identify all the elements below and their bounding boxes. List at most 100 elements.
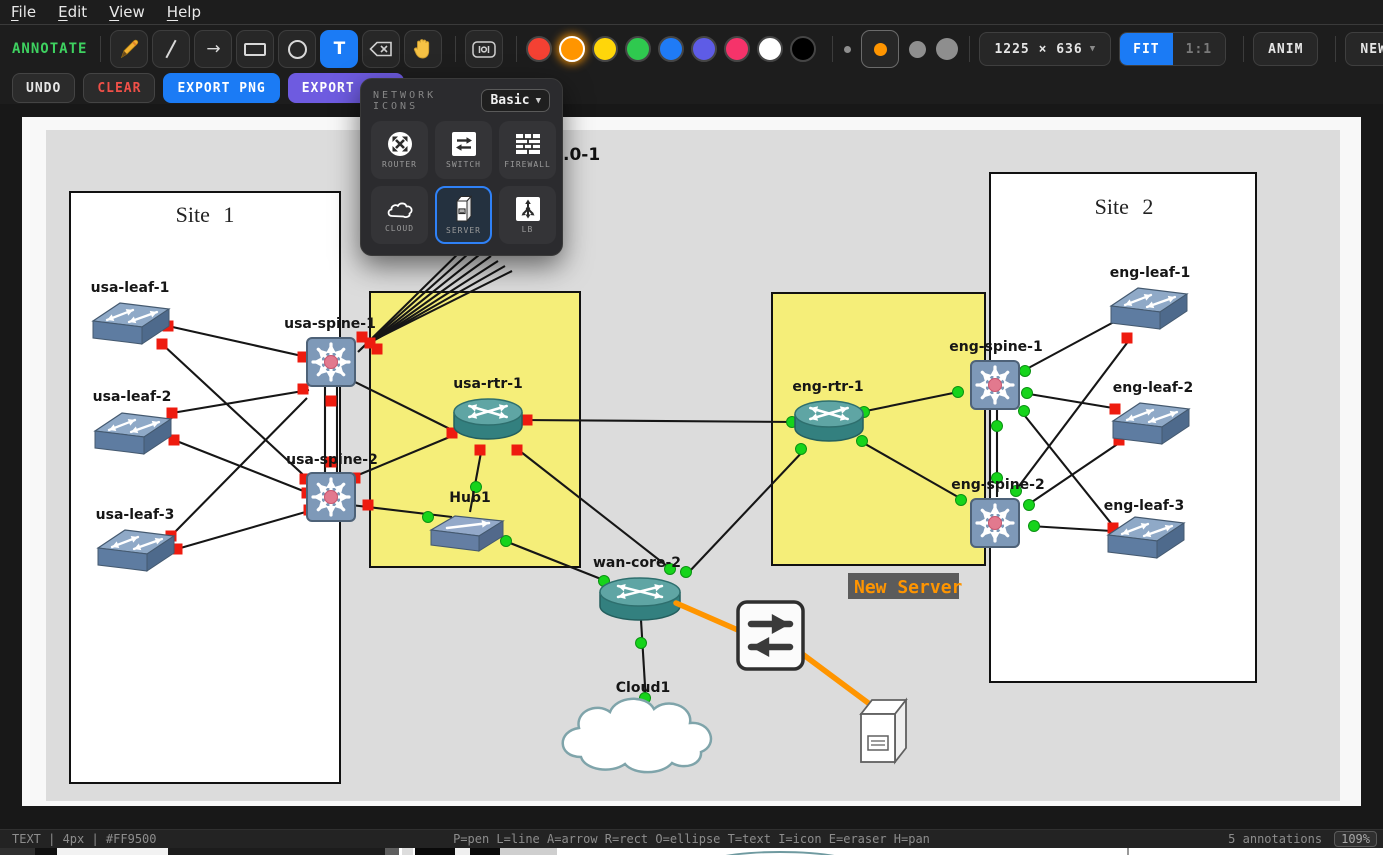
- icon-tool-button[interactable]: [465, 30, 504, 68]
- stroke-size-2[interactable]: [861, 30, 900, 68]
- node-eng-leaf-3: eng-leaf-3: [1104, 498, 1186, 559]
- node-usa-leaf-2: usa-leaf-2: [93, 389, 173, 455]
- color-swatch-green[interactable]: [625, 36, 652, 62]
- topology-links: [161, 241, 1131, 703]
- new-button[interactable]: NEW: [1345, 32, 1383, 66]
- canvas-size-dropdown[interactable]: 1225 × 636▼: [979, 32, 1112, 66]
- rect-tool-button[interactable]: [236, 30, 275, 68]
- menu-file[interactable]: File: [11, 3, 37, 21]
- cloud-icon: [387, 202, 413, 218]
- shortcut-hints: P=pen L=line A=arrow R=rect O=ellipse T=…: [453, 832, 930, 846]
- router-icon-tile[interactable]: ROUTER: [371, 121, 428, 179]
- server-icon-tile[interactable]: SERVER: [435, 186, 492, 244]
- switch-icon: [451, 132, 476, 156]
- text-tool-icon: T: [333, 39, 346, 59]
- switch-icon-tile[interactable]: SWITCH: [435, 121, 492, 179]
- svg-text:Hub1: Hub1: [449, 490, 490, 506]
- pan-tool-button[interactable]: [404, 30, 443, 68]
- svg-text:usa-spine-1: usa-spine-1: [284, 316, 376, 332]
- user-annotations[interactable]: New Server: [673, 573, 963, 765]
- panel-title: NETWORK ICONS: [373, 89, 437, 112]
- server-icon: [455, 195, 472, 223]
- strip-segment: [0, 848, 35, 855]
- menu-edit[interactable]: Edit: [58, 3, 88, 21]
- node-usa-spine-2: usa-spine-2: [286, 452, 378, 522]
- node-eng-spine-2: eng-spine-2: [951, 477, 1045, 548]
- annotate-mode-label: ANNOTATE: [12, 41, 88, 57]
- node-usa-spine-1: usa-spine-1: [284, 316, 376, 387]
- svg-text:wan-core-2: wan-core-2: [593, 555, 681, 571]
- annotation-switch-icon: [736, 600, 805, 671]
- color-swatch-orange[interactable]: [559, 36, 586, 62]
- color-swatch-yellow[interactable]: [592, 36, 619, 62]
- toolbar-divider: [1335, 36, 1337, 62]
- annotation-server-icon: [859, 697, 908, 765]
- iconset-select[interactable]: Basic▼: [481, 89, 550, 112]
- svg-text:eng-spine-1: eng-spine-1: [949, 339, 1042, 355]
- pen-tool-button[interactable]: [110, 30, 149, 68]
- svg-text:usa-rtr-1: usa-rtr-1: [453, 376, 523, 392]
- lb-icon-tile[interactable]: LB: [499, 186, 556, 244]
- arrow-icon: →: [206, 39, 221, 59]
- color-swatch-white[interactable]: [757, 36, 784, 62]
- network-icons-panel: NETWORK ICONS Basic▼ ROUTER SWITCH: [360, 78, 563, 256]
- undo-button[interactable]: UNDO: [12, 73, 76, 103]
- color-swatch-black[interactable]: [790, 36, 817, 62]
- caret-down-icon: ▼: [1089, 44, 1097, 54]
- strip-segment: [500, 848, 557, 855]
- line-tool-button[interactable]: [152, 30, 191, 68]
- annotation-orange-line: [798, 650, 882, 714]
- color-palette: [526, 36, 823, 62]
- svg-text:eng-spine-2: eng-spine-2: [951, 477, 1044, 493]
- one-to-one-button[interactable]: 1:1: [1172, 33, 1226, 65]
- size-dot: [909, 40, 927, 58]
- svg-text:usa-leaf-3: usa-leaf-3: [96, 507, 175, 523]
- size-dot: [936, 38, 959, 60]
- strip-segment: [35, 848, 57, 855]
- node-usa-leaf-3: usa-leaf-3: [96, 507, 176, 572]
- eraser-tool-button[interactable]: [362, 30, 401, 68]
- svg-text:New Server: New Server: [854, 577, 963, 598]
- ellipse-tool-button[interactable]: [278, 30, 317, 68]
- size-dot: [844, 45, 852, 53]
- svg-text:Site 2: Site 2: [1095, 194, 1154, 219]
- anim-button[interactable]: ANIM: [1253, 32, 1319, 66]
- size-dot: [873, 42, 887, 56]
- strip-segment: [385, 848, 399, 855]
- stroke-size-3[interactable]: [909, 40, 927, 58]
- text-tool-button[interactable]: T: [320, 30, 359, 68]
- strip-divider: [1127, 848, 1129, 855]
- main-toolbar: ANNOTATE → T 1225 × 636▼: [0, 25, 1383, 73]
- cloud-icon-tile[interactable]: CLOUD: [371, 186, 428, 244]
- annotation-text-label: New Server: [848, 573, 963, 599]
- menu-help[interactable]: Help: [166, 3, 201, 21]
- stroke-size-4[interactable]: [936, 38, 959, 60]
- export-png-button[interactable]: EXPORT PNG: [163, 73, 280, 103]
- icon-grid: ROUTER SWITCH FIREWALL CLOUD: [361, 119, 562, 255]
- color-swatch-pink[interactable]: [724, 36, 751, 62]
- color-swatch-indigo[interactable]: [691, 36, 718, 62]
- chevron-down-icon: ▼: [535, 95, 541, 106]
- firewall-icon: [515, 134, 540, 154]
- color-swatch-blue[interactable]: [658, 36, 685, 62]
- color-swatch-red[interactable]: [526, 36, 553, 62]
- panel-header: NETWORK ICONS Basic▼: [361, 79, 562, 119]
- fit-button[interactable]: FIT: [1120, 33, 1173, 65]
- firewall-icon-tile[interactable]: FIREWALL: [499, 121, 556, 179]
- stroke-size-1[interactable]: [844, 45, 852, 53]
- node-eng-leaf-2: eng-leaf-2: [1111, 380, 1193, 445]
- clear-button[interactable]: CLEAR: [83, 73, 156, 103]
- toolbar-divider: [1243, 36, 1245, 62]
- node-Hub1: Hub1: [429, 490, 505, 552]
- eraser-icon: [369, 41, 393, 57]
- status-bar: TEXT | 4px | #FF9500 P=pen L=line A=arro…: [0, 829, 1383, 848]
- arrow-tool-button[interactable]: →: [194, 30, 233, 68]
- svg-text:Cloud1: Cloud1: [616, 680, 670, 696]
- strip-segment: [168, 848, 385, 855]
- menu-view[interactable]: View: [109, 3, 145, 21]
- svg-text:usa-spine-2: usa-spine-2: [286, 452, 378, 468]
